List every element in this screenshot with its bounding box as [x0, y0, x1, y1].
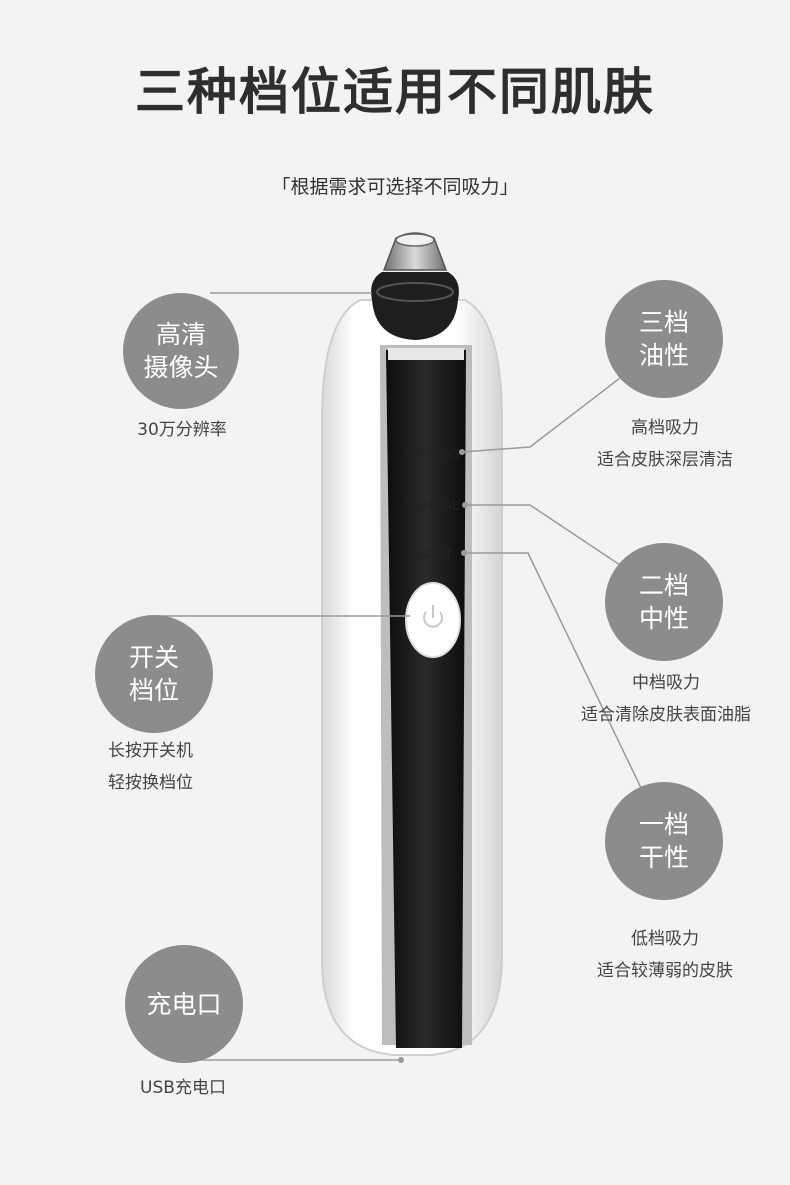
mode-label-normal: NORMAL — [404, 498, 460, 513]
feature-circle-oily: 三档 油性 — [605, 280, 723, 398]
nozzle-tip — [395, 233, 435, 247]
feature-caption-normal: 中档吸力 适合清除皮肤表面油脂 — [581, 673, 751, 725]
feature-circle-dry: 一档 干性 — [605, 782, 723, 900]
mode-label-strong: STRONG — [404, 446, 460, 461]
device-panel — [386, 350, 466, 1048]
power-button — [405, 582, 461, 658]
nozzle-ring — [376, 282, 454, 302]
feature-circle-normal: 二档 中性 — [605, 543, 723, 661]
nozzle-base — [371, 272, 459, 340]
page-title: 三种档位适用不同肌肤 — [135, 63, 655, 121]
power-icon — [423, 611, 443, 628]
feature-caption-charging: USB充电口 — [140, 1078, 226, 1098]
mode-label-soft: SOFT — [418, 546, 453, 561]
feature-caption-camera: 30万分辨率 — [137, 420, 227, 440]
feature-caption-switch: 长按开关机 轻按换档位 — [108, 741, 193, 793]
page-subtitle: 「根据需求可选择不同吸力」 — [271, 176, 519, 198]
device-panel-top — [388, 348, 464, 360]
feature-circle-switch: 开关 档位 — [95, 615, 213, 733]
feature-circle-charging: 充电口 — [125, 945, 243, 1063]
feature-circle-camera: 高清 摄像头 — [123, 293, 239, 409]
connector-lines — [155, 292, 643, 1061]
feature-caption-dry: 低档吸力 适合较薄弱的皮肤 — [597, 929, 733, 981]
feature-caption-oily: 高档吸力 适合皮肤深层清洁 — [597, 418, 733, 470]
